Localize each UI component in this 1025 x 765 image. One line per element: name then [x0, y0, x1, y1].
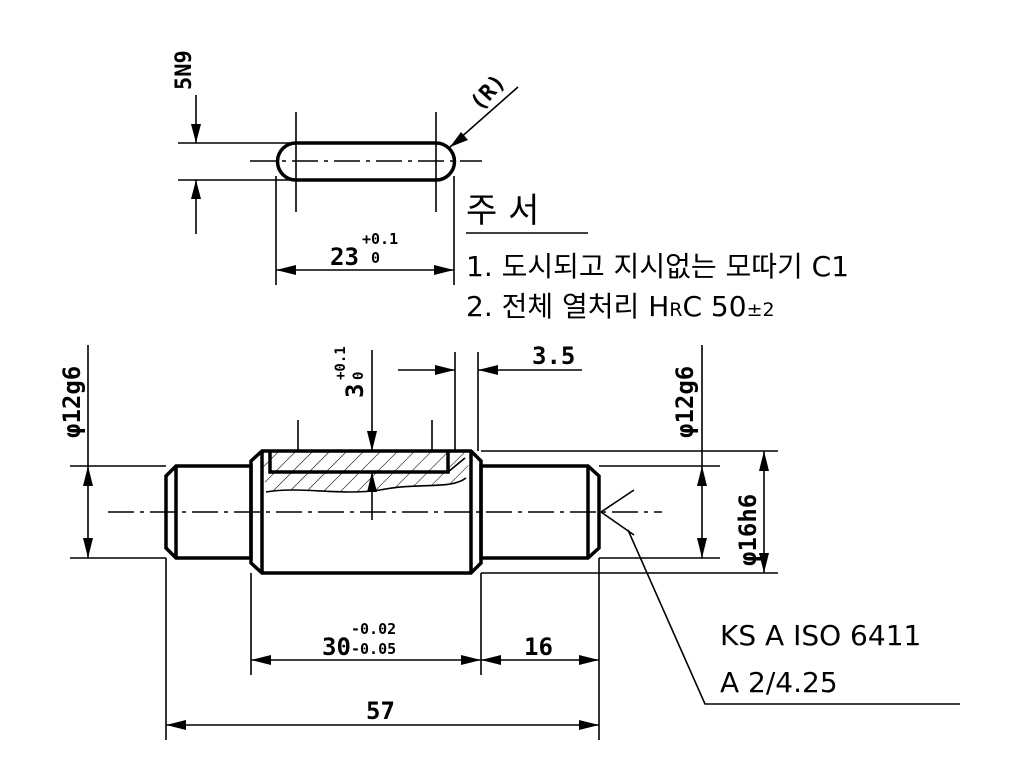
key-length-tol-upper: +0.1: [362, 230, 398, 248]
center-hole-mark-upper: [600, 489, 635, 513]
right-len-label: 16: [524, 633, 553, 661]
key-length-tol-lower: 0: [371, 249, 380, 267]
center-dia-arrow-top: [759, 451, 769, 471]
keyway-slot: [268, 451, 450, 474]
center-hole-leader: [627, 529, 960, 705]
notes-line1: 1. 도시되고 지시없는 모따기 C1: [466, 250, 849, 283]
keyway-depth-tol-upper: +0.1: [333, 346, 349, 380]
key-width-label: 5N9: [172, 50, 197, 90]
key-len-arrow-left: [276, 265, 296, 275]
key-radius-label: (R): [466, 70, 511, 116]
key-length-label: 23: [330, 243, 359, 271]
notes-line2: 2. 전체 열처리 HRC 50±2: [466, 290, 775, 323]
keyway-depth-tol-lower: 0: [351, 372, 367, 380]
keyway-depth-arrow-top: [367, 431, 377, 451]
right-len-arrow-left: [481, 655, 501, 665]
left-dia-arrow-top: [83, 466, 93, 486]
right-dia-label: φ12g6: [671, 366, 699, 438]
center-hole-line1: KS A ISO 6411: [720, 619, 921, 652]
right-len-arrow-right: [579, 655, 599, 665]
keyway-depth-label: 3: [341, 384, 369, 398]
shoulder-label: 3.5: [532, 342, 575, 370]
right-dia-arrow-bottom: [697, 538, 707, 558]
center-dia-arrow-bottom: [759, 553, 769, 573]
left-dia-label: φ12g6: [58, 366, 86, 438]
center-len-arrow-left: [251, 655, 271, 665]
notes-title: 주 서: [466, 191, 539, 231]
shoulder-arrow-left: [435, 365, 455, 375]
total-len-label: 57: [366, 697, 395, 725]
center-len-tol-upper: -0.02: [351, 620, 396, 638]
shoulder-arrow-right: [478, 365, 498, 375]
center-dia-label: φ16h6: [734, 494, 762, 566]
notes-block: 주 서 1. 도시되고 지시없는 모따기 C1 2. 전체 열처리 HRC 50…: [466, 191, 849, 323]
shaft-view: 3 +0.1 0 3.5 φ12g6 φ12g6 φ16h6: [58, 342, 960, 740]
center-hole-line2: A 2/4.25: [720, 666, 838, 699]
break-line: [265, 477, 467, 493]
key-width-arrow-bottom: [191, 180, 201, 199]
keyway-depth-arrow-bottom: [367, 472, 377, 492]
key-width-arrow-top: [191, 124, 201, 143]
total-len-arrow-right: [579, 720, 599, 730]
key-len-arrow-right: [434, 265, 454, 275]
key-radius-arrow: [450, 132, 468, 147]
left-dia-arrow-bottom: [83, 538, 93, 558]
center-len-label: 30: [322, 633, 351, 661]
total-len-arrow-left: [166, 720, 186, 730]
right-dia-arrow-top: [697, 466, 707, 486]
center-len-tol-lower: -0.05: [351, 640, 396, 658]
center-len-arrow-right: [461, 655, 481, 665]
keyway-edge: [447, 457, 466, 473]
